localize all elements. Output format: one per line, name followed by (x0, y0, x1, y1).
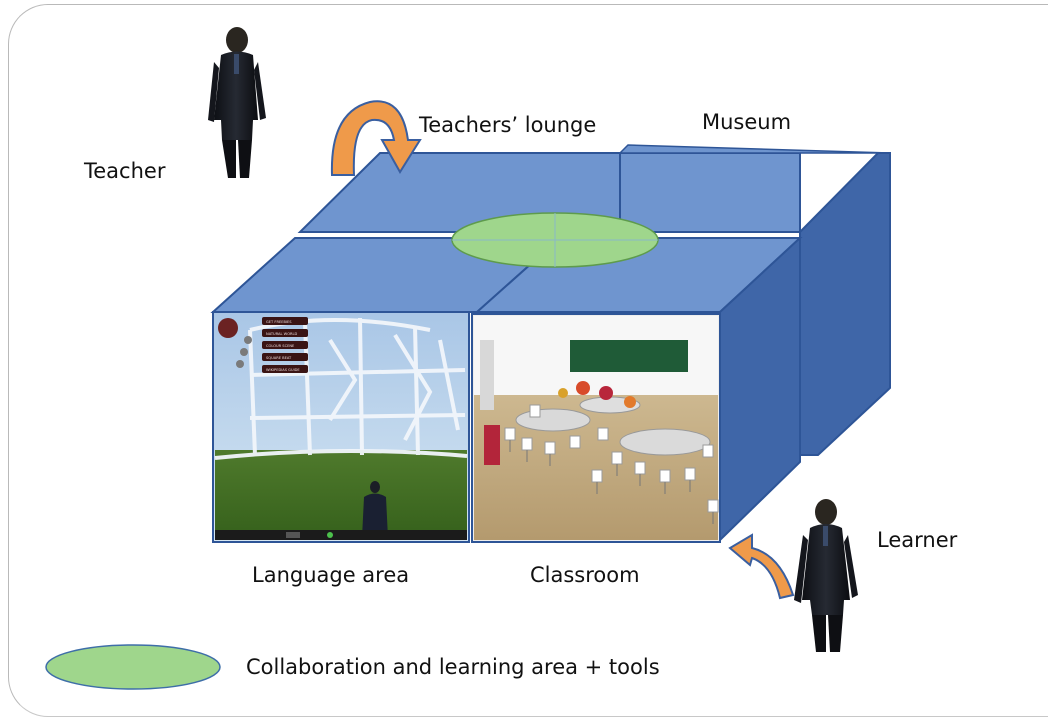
menu-item-5: WIKIPEDIAS GUIDE (266, 368, 300, 372)
learner-entry-arrow (728, 533, 795, 600)
classroom-label: Classroom (530, 563, 640, 587)
menu-item-2: NATURAL WORLD (266, 332, 298, 336)
language-area-screenshot: GET FREEBIES NATURAL WORLD COLOUR SCENE … (212, 311, 470, 543)
language-area-label: Language area (252, 563, 410, 587)
menu-item-4: SQUARE BEAT (266, 356, 292, 360)
slide-frame (8, 4, 1048, 717)
learner-avatar (794, 499, 858, 652)
legend-label: Collaboration and learning area + tools (246, 655, 660, 679)
classroom-screenshot (471, 313, 721, 543)
legend-swatch (45, 644, 221, 690)
menu-item-1: GET FREEBIES (266, 320, 292, 324)
museum-box (618, 144, 891, 456)
learner-label: Learner (877, 528, 958, 552)
teachers-lounge-label: Teachers’ lounge (419, 113, 597, 137)
menu-item-3: COLOUR SCENE (266, 344, 295, 348)
teacher-entry-arrow (330, 100, 422, 176)
museum-label: Museum (702, 110, 792, 134)
teacher-label: Teacher (84, 159, 166, 183)
teacher-avatar (208, 27, 266, 178)
